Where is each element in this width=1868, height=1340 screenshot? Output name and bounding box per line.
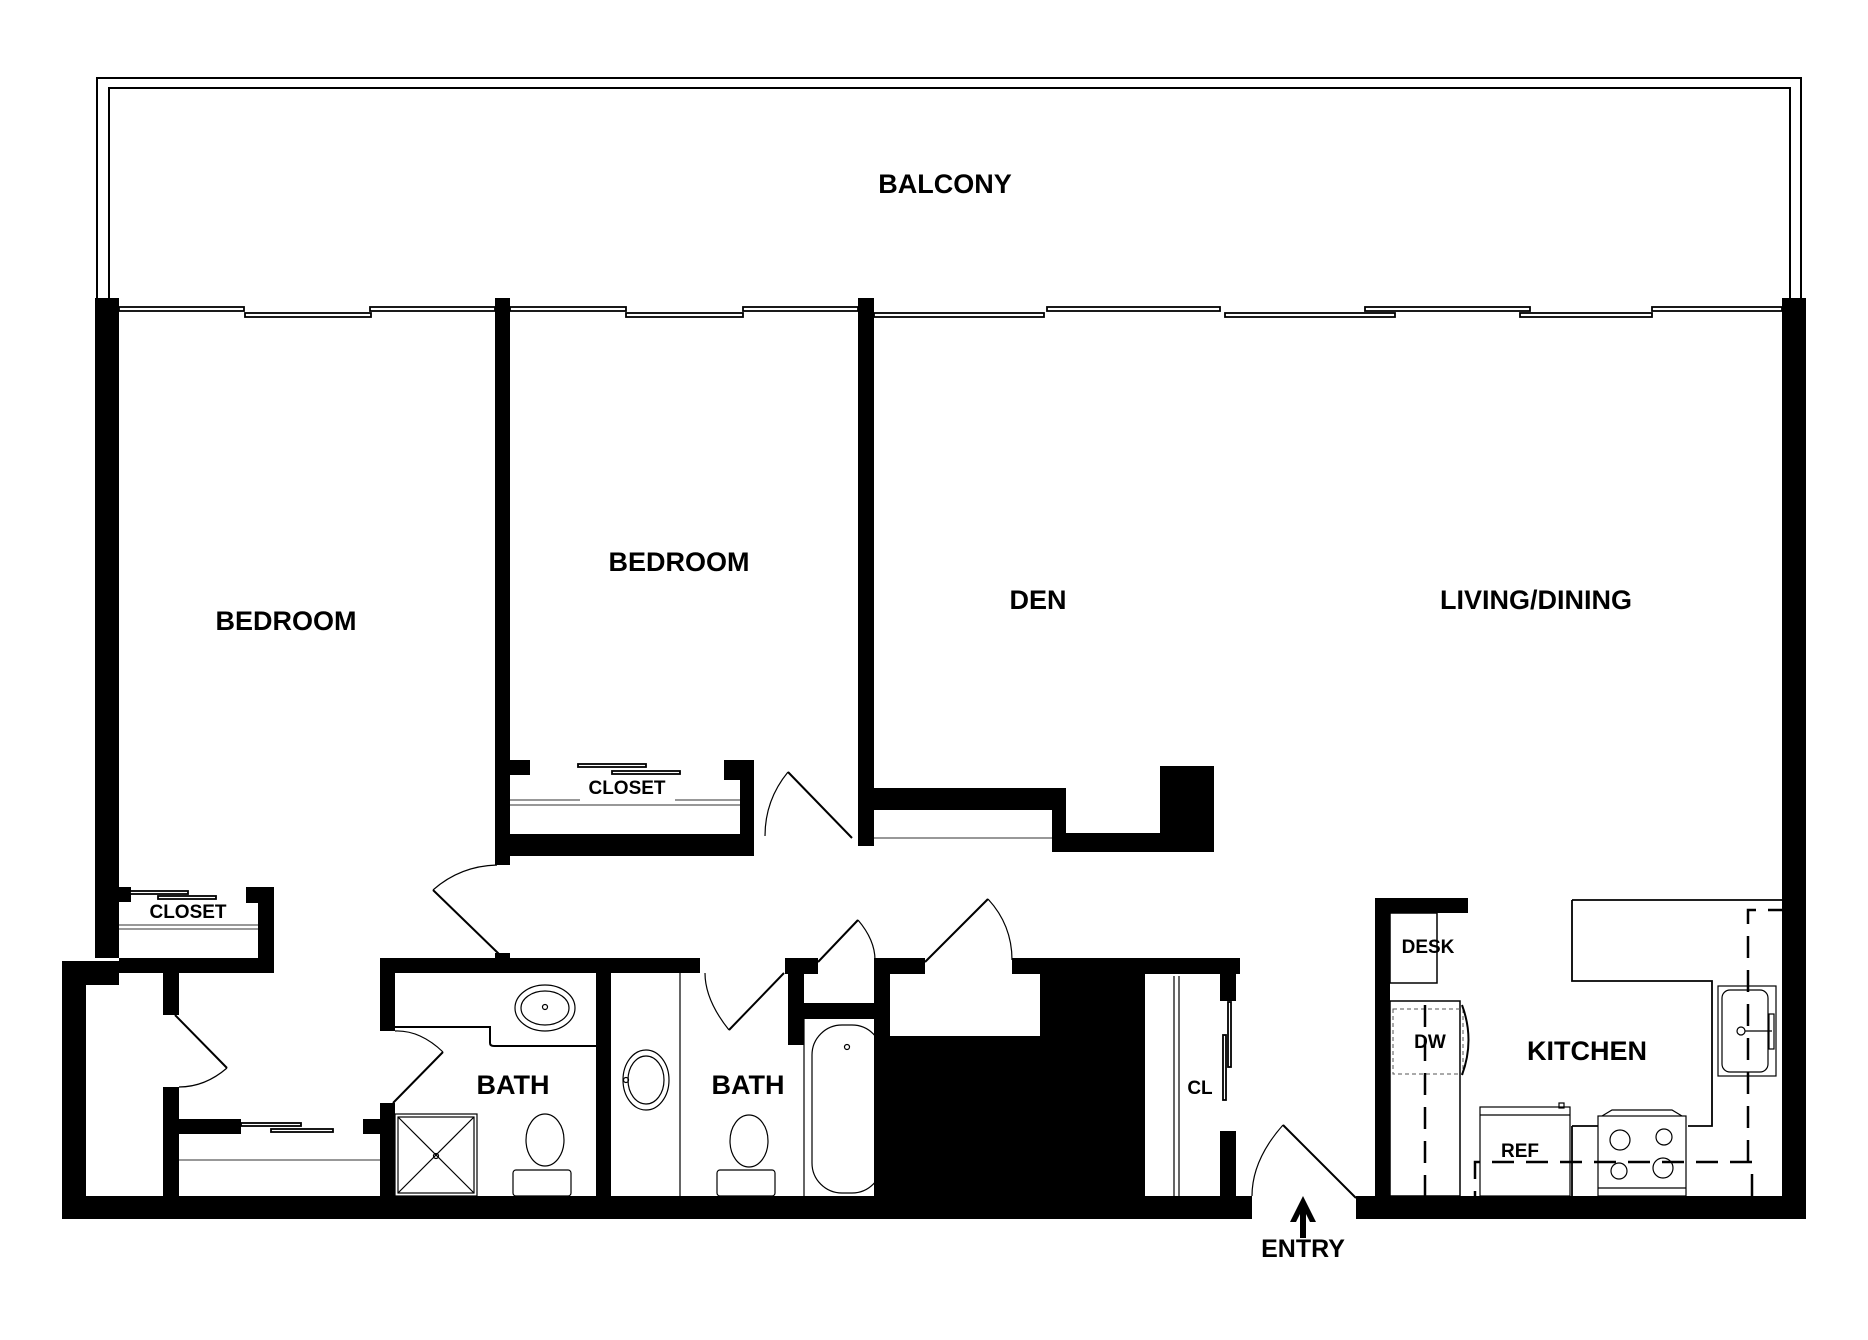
room-label-den: DEN bbox=[1009, 585, 1066, 615]
refrigerator-icon bbox=[1479, 1102, 1571, 1197]
room-label-closet-1: CLOSET bbox=[149, 902, 226, 923]
toilet-icon bbox=[716, 1114, 776, 1197]
room-label-bedroom-1: BEDROOM bbox=[216, 606, 357, 636]
bathtub-icon bbox=[811, 1024, 883, 1194]
room-label-ref: REF bbox=[1501, 1141, 1539, 1162]
room-label-bath-1: BATH bbox=[477, 1070, 550, 1100]
room-label-kitchen: KITCHEN bbox=[1527, 1036, 1647, 1066]
balcony-railing bbox=[96, 77, 1802, 298]
door-swing-icon bbox=[174, 771, 1357, 1199]
bath-2-fixtures bbox=[622, 973, 883, 1197]
sink-icon bbox=[622, 1049, 670, 1111]
stove-icon bbox=[1597, 1109, 1687, 1197]
room-label-desk: DESK bbox=[1402, 937, 1455, 958]
toilet-icon bbox=[512, 1113, 572, 1197]
room-label-closet-2: CLOSET bbox=[588, 778, 665, 799]
sink-icon bbox=[1717, 985, 1777, 1077]
shower-icon bbox=[394, 1113, 478, 1197]
interior-walls bbox=[119, 298, 1468, 1196]
exterior-walls bbox=[62, 298, 1806, 1219]
bath-1-fixtures bbox=[394, 984, 596, 1197]
sliding-window-icon bbox=[118, 306, 1783, 318]
room-label-bedroom-2: BEDROOM bbox=[609, 547, 750, 577]
room-label-dw: DW bbox=[1414, 1032, 1446, 1053]
room-label-cl: CL bbox=[1187, 1078, 1213, 1099]
room-label-bath-2: BATH bbox=[712, 1070, 785, 1100]
room-label-balcony: BALCONY bbox=[878, 169, 1012, 199]
room-label-living-dining: LIVING/DINING bbox=[1440, 585, 1632, 615]
entry-arrow-icon bbox=[1290, 1196, 1316, 1238]
entry-label: ENTRY bbox=[1261, 1235, 1345, 1263]
sink-icon bbox=[514, 984, 576, 1032]
closet-sliding-door-icon bbox=[119, 763, 740, 1133]
kitchen-fixtures bbox=[1389, 899, 1782, 1197]
